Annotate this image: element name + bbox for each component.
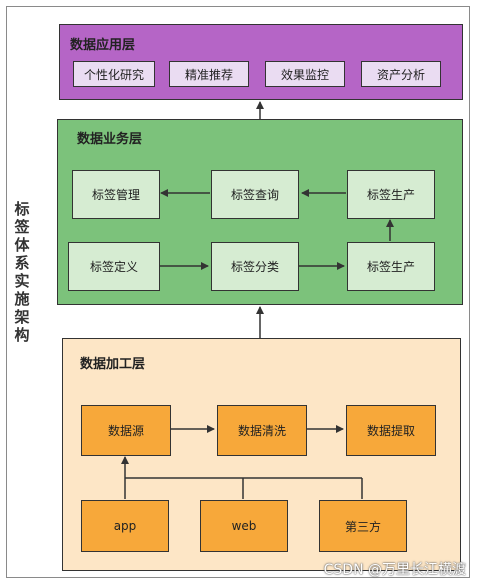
app-layer: 数据应用层 个性化研究 精准推荐 效果监控 资产分析 bbox=[59, 24, 463, 100]
biz-layer-title: 数据业务层 bbox=[77, 132, 143, 147]
source-app: app bbox=[81, 500, 169, 552]
data-cleaning: 数据清洗 bbox=[217, 405, 307, 456]
app-item-monitoring: 效果监控 bbox=[265, 61, 345, 87]
diagram-frame bbox=[6, 6, 470, 578]
proc-layer: 数据加工层 数据源 数据清洗 数据提取 app web 第三方 bbox=[62, 338, 461, 571]
source-third-party: 第三方 bbox=[319, 500, 407, 552]
app-item-recommendation: 精准推荐 bbox=[169, 61, 249, 87]
tag-classification: 标签分类 bbox=[211, 242, 299, 291]
app-item-asset-analysis: 资产分析 bbox=[361, 61, 441, 87]
app-layer-title: 数据应用层 bbox=[70, 38, 136, 53]
tag-query: 标签查询 bbox=[211, 170, 299, 219]
app-item-personalization: 个性化研究 bbox=[73, 61, 155, 87]
watermark: CSDN @万里长江横渡 bbox=[323, 562, 466, 578]
source-web: web bbox=[200, 500, 288, 552]
biz-layer: 数据业务层 标签管理 标签查询 标签生产 标签定义 标签分类 标签生产 bbox=[57, 119, 463, 305]
data-source: 数据源 bbox=[81, 405, 171, 456]
proc-layer-title: 数据加工层 bbox=[80, 357, 146, 372]
tag-production-bottom: 标签生产 bbox=[347, 242, 435, 291]
tag-management: 标签管理 bbox=[72, 170, 160, 219]
side-title: 标签体系实施架构 bbox=[14, 200, 30, 344]
data-extraction: 数据提取 bbox=[346, 405, 436, 456]
tag-definition: 标签定义 bbox=[68, 242, 160, 291]
tag-production-top: 标签生产 bbox=[347, 170, 435, 219]
